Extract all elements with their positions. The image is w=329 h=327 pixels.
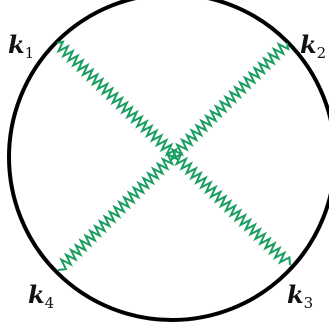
- propagator-k1-k3: [56, 40, 291, 266]
- momentum-symbol-k3: k: [287, 280, 304, 309]
- momentum-label-k4: k4: [28, 280, 54, 312]
- momentum-symbol-k2: k: [300, 30, 317, 59]
- momentum-symbol-k1: k: [8, 30, 25, 59]
- momentum-label-k2: k2: [300, 30, 326, 62]
- momentum-label-k1: k1: [8, 30, 34, 62]
- propagator-k2-k4: [57, 42, 290, 271]
- momentum-symbol-k4: k: [28, 280, 45, 309]
- loop-circle: [7, 0, 329, 322]
- momentum-index-k4: 4: [45, 294, 55, 312]
- momentum-index-k2: 2: [317, 44, 327, 62]
- momentum-label-k3: k3: [287, 280, 313, 312]
- momentum-index-k1: 1: [25, 44, 35, 62]
- momentum-index-k3: 3: [304, 294, 314, 312]
